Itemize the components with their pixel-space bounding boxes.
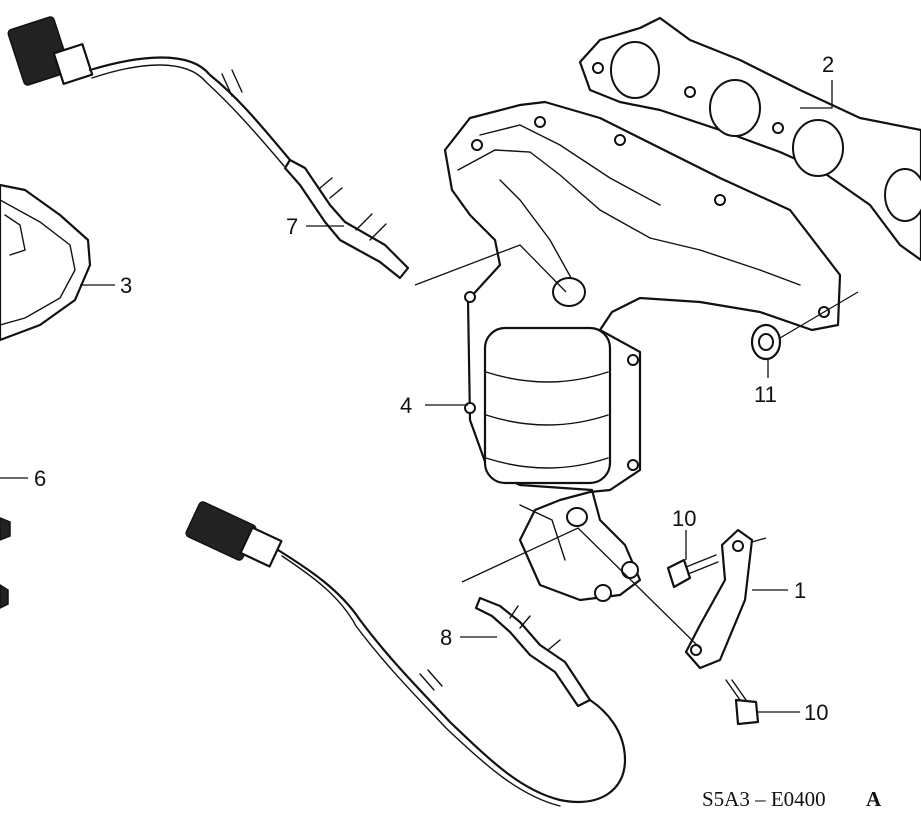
part-11-nut (750, 323, 782, 361)
callout-6: 6 (34, 466, 46, 491)
callout-8: 8 (440, 625, 452, 650)
callout-3: 3 (120, 273, 132, 298)
diagram-code-suffix: A (866, 787, 882, 811)
callout-10-lower: 10 (804, 700, 828, 725)
part-4-manifold-converter (443, 100, 842, 602)
part-8-lower-oxygen-sensor (185, 501, 627, 807)
assembly-line-7 (414, 244, 567, 293)
diagram-code: S5A3 – E0400 A (702, 787, 882, 811)
callout-10-upper: 10 (672, 506, 696, 531)
assembly-line-8 (461, 527, 701, 649)
assembly-line-1 (751, 537, 767, 543)
part-10-bolt-upper (666, 554, 719, 589)
leader-lines (0, 80, 859, 713)
part-1-bracket (684, 528, 754, 670)
part-2-manifold-gasket (578, 16, 921, 262)
part-7-upper-oxygen-sensor (7, 16, 410, 280)
part-6-fasteners (0, 517, 11, 609)
part-10-bolt-lower (725, 679, 760, 726)
diagram-code-text: S5A3 – E0400 (702, 787, 826, 811)
part-3-heat-shield (0, 183, 92, 342)
callout-1: 1 (794, 578, 806, 603)
callout-7: 7 (286, 214, 298, 239)
callout-4: 4 (400, 393, 412, 418)
leader-2 (800, 80, 833, 109)
callout-11: 11 (754, 382, 777, 407)
callout-2: 2 (822, 52, 834, 77)
assembly-line-11 (779, 291, 859, 339)
callout-numbers: 1 2 3 4 6 7 8 10 10 11 (34, 52, 834, 725)
